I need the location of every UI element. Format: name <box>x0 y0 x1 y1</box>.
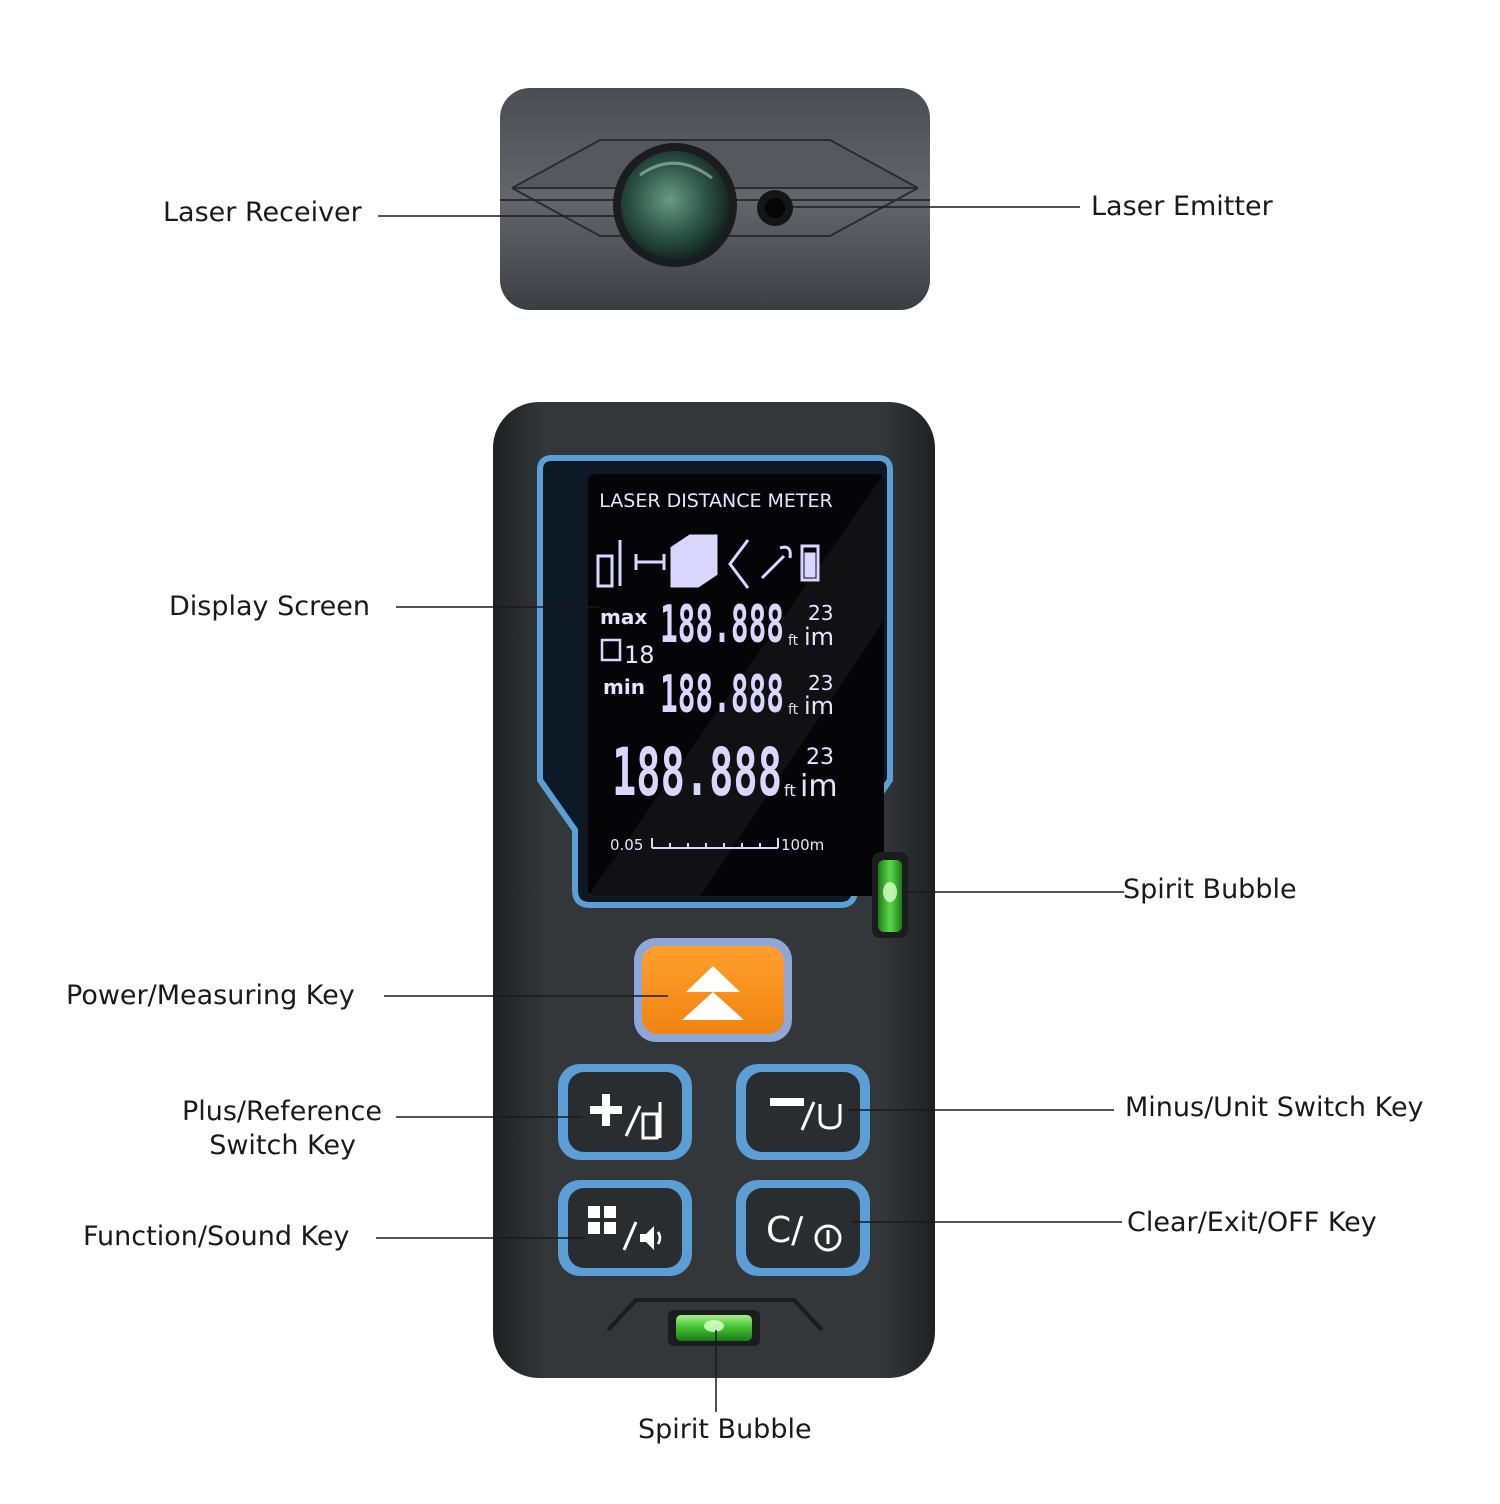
callout-laser-emitter: Laser Emitter <box>1091 191 1273 222</box>
min-readout: 188.888 <box>660 665 784 725</box>
max-label: max <box>600 605 647 629</box>
angle-icon <box>728 539 750 589</box>
callout-plus-key-line2: Switch Key <box>209 1130 356 1161</box>
callout-plus-key-line1: Plus/Reference <box>181 1096 382 1127</box>
memory-index: 18 <box>624 641 655 669</box>
lens-highlight <box>639 161 713 180</box>
callout-clear-key: Clear/Exit/OFF Key <box>1127 1207 1377 1238</box>
min-label: min <box>603 675 645 699</box>
callout-laser-receiver: Laser Receiver <box>163 197 362 228</box>
callout-spirit-bubble-side: Spirit Bubble <box>1123 874 1297 905</box>
volume-icon <box>670 534 718 588</box>
scale-max-label: 100m <box>781 836 824 854</box>
max-exponent: 23 <box>808 601 833 625</box>
min-unit-ft: ft <box>788 702 799 718</box>
lcd-icon-row <box>596 534 820 589</box>
max-readout: 188.888 <box>660 595 784 655</box>
settings-wrench-icon <box>760 545 792 580</box>
top-view <box>500 88 930 310</box>
power-off-icon <box>814 1224 842 1252</box>
display-header: LASER DISTANCE METER <box>599 490 832 512</box>
battery-icon <box>800 544 820 582</box>
callout-minus-key: Minus/Unit Switch Key <box>1125 1092 1424 1123</box>
min-exponent: 23 <box>808 671 833 695</box>
leader-lines <box>376 206 1124 1412</box>
laser-receiver-lens <box>621 151 729 259</box>
function-grid-icon <box>588 1206 616 1234</box>
range-scale <box>651 838 779 849</box>
callout-spirit-bubble-bottom: Spirit Bubble <box>638 1414 812 1445</box>
front-view: LASER DISTANCE METER max 188.888 23 ft i… <box>493 402 935 1378</box>
function-sound-key[interactable] <box>568 1188 682 1268</box>
main-unit-m: im <box>800 769 838 804</box>
main-exponent: 23 <box>806 745 834 770</box>
clear-key-label: C/ <box>766 1210 804 1251</box>
reference-key-icon <box>641 1112 659 1140</box>
callout-plus-key: Plus/Reference Switch Key <box>120 1095 382 1163</box>
scale-min-label: 0.05 <box>610 836 643 854</box>
callout-function-key: Function/Sound Key <box>83 1221 350 1252</box>
measure-arrow-up-icon <box>686 966 740 992</box>
main-unit-ft: ft <box>784 781 796 800</box>
laser-emitter-core <box>765 198 785 218</box>
memory-icon <box>600 638 622 662</box>
bottom-bezel <box>606 1298 824 1332</box>
max-unit-ft: ft <box>788 633 799 649</box>
callout-power-key: Power/Measuring Key <box>66 980 355 1011</box>
measure-arrow-up2-icon <box>682 992 744 1020</box>
max-unit-m: im <box>804 623 834 651</box>
min-unit-m: im <box>804 692 834 720</box>
sound-icon <box>640 1226 654 1250</box>
plus-icon <box>590 1094 622 1126</box>
reference-icon <box>596 554 614 588</box>
main-readout: 188.888 <box>612 734 782 811</box>
minus-unit-key[interactable] <box>746 1072 860 1152</box>
plus-reference-key[interactable] <box>568 1072 682 1152</box>
callout-display-screen: Display Screen <box>169 591 370 622</box>
unit-icon <box>818 1104 842 1130</box>
